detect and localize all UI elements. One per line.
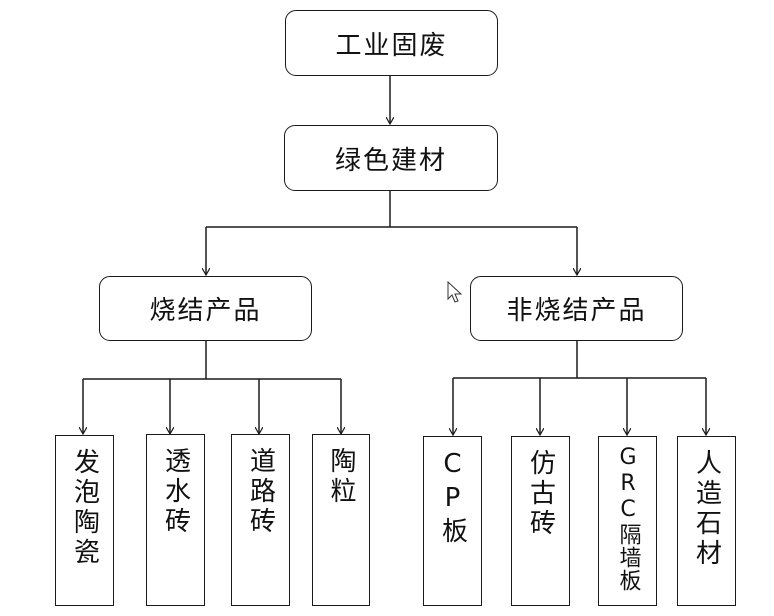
leaf-label: GRC隔墙板: [615, 445, 641, 592]
leaf-label: 发泡陶瓷: [69, 448, 100, 568]
node-label: 绿色建材: [334, 145, 447, 176]
leaf-label: 陶粒: [326, 447, 356, 507]
node-label: 烧结产品: [149, 296, 262, 326]
leaf-label: 仿古砖: [525, 449, 556, 539]
node-label: 工业固废: [335, 30, 448, 61]
leaf-cp-board: CP板: [423, 436, 482, 606]
node-sintered-products: 烧结产品: [99, 276, 312, 341]
leaf-foam-ceramic: 发泡陶瓷: [55, 435, 114, 606]
mouse-pointer-icon: [447, 281, 463, 303]
leaf-label: 透水砖: [160, 447, 191, 537]
node-industrial-solid-waste: 工业固废: [285, 10, 498, 76]
node-green-building-materials: 绿色建材: [284, 125, 498, 191]
leaf-label: 道路砖: [245, 447, 276, 537]
leaf-grc-partition-board: GRC隔墙板: [598, 436, 657, 606]
leaf-antique-brick: 仿古砖: [511, 436, 570, 606]
leaf-label: 人造石材: [691, 449, 722, 569]
leaf-ceramsite: 陶粒: [312, 434, 370, 606]
leaf-permeable-brick: 透水砖: [146, 434, 205, 606]
node-non-sintered-products: 非烧结产品: [470, 276, 683, 341]
leaf-artificial-stone: 人造石材: [677, 436, 736, 606]
leaf-label: CP板: [437, 449, 468, 547]
node-label: 非烧结产品: [506, 296, 647, 326]
leaf-road-brick: 道路砖: [231, 434, 290, 606]
